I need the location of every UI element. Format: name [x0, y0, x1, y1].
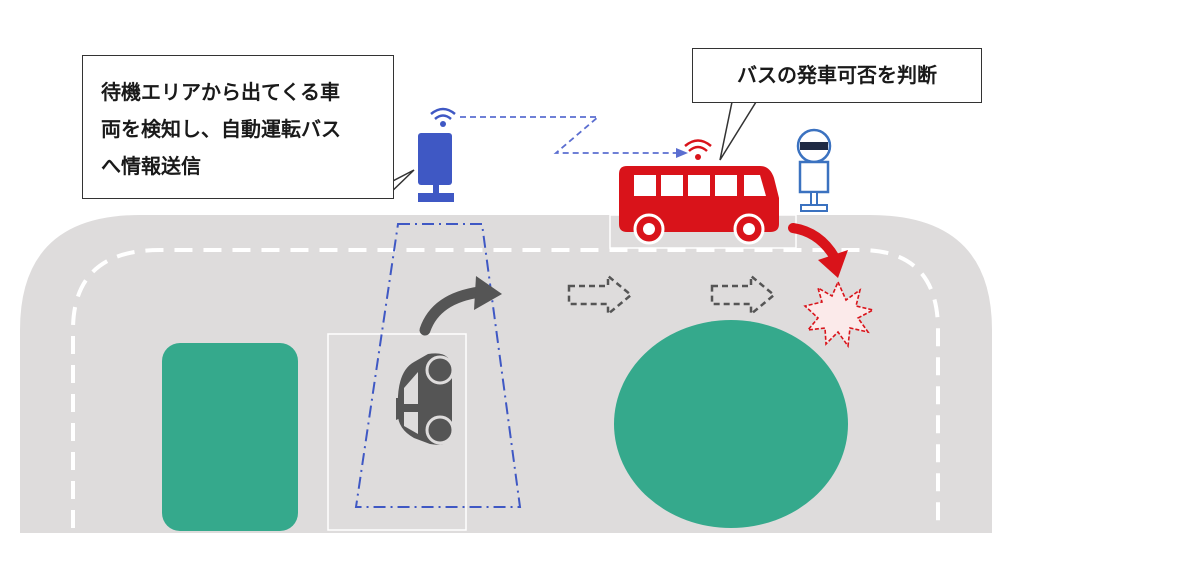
callout-sensor: 待機エリアから出てくる車 両を検知し、自動運転バス へ情報送信 — [82, 55, 394, 199]
bus-icon — [619, 166, 779, 245]
detection-zone — [354, 223, 522, 508]
callout-sensor-line-2: 両を検知し、自動運転バス — [101, 117, 341, 141]
collision-burst-icon — [803, 280, 876, 349]
curved-arrow-icon — [419, 276, 502, 336]
wifi-icon — [684, 139, 712, 160]
waiting-area-box — [327, 333, 467, 531]
dashed-arrow-icon — [567, 273, 633, 317]
lane-marking — [71, 248, 940, 528]
callout-bus-text: バスの発車可否を判断 — [737, 63, 937, 87]
callout-sensor-line-3: へ情報送信 — [101, 154, 201, 178]
callout-bus: バスの発車可否を判断 — [692, 48, 982, 103]
callout-sensor-line-1: 待機エリアから出てくる車 — [101, 80, 340, 104]
sensor-pole-icon — [418, 133, 454, 202]
signal-link — [460, 116, 676, 154]
green-island-rect — [162, 343, 298, 531]
dashed-arrow-icon — [710, 273, 776, 317]
wifi-icon — [430, 107, 456, 127]
car-icon — [396, 353, 455, 445]
bus-stop-icon — [796, 128, 832, 212]
green-island-oval — [614, 320, 848, 528]
curved-arrow-icon — [788, 223, 848, 278]
callout-bus-tail — [719, 101, 758, 161]
signal-link-arrowhead — [676, 148, 688, 158]
